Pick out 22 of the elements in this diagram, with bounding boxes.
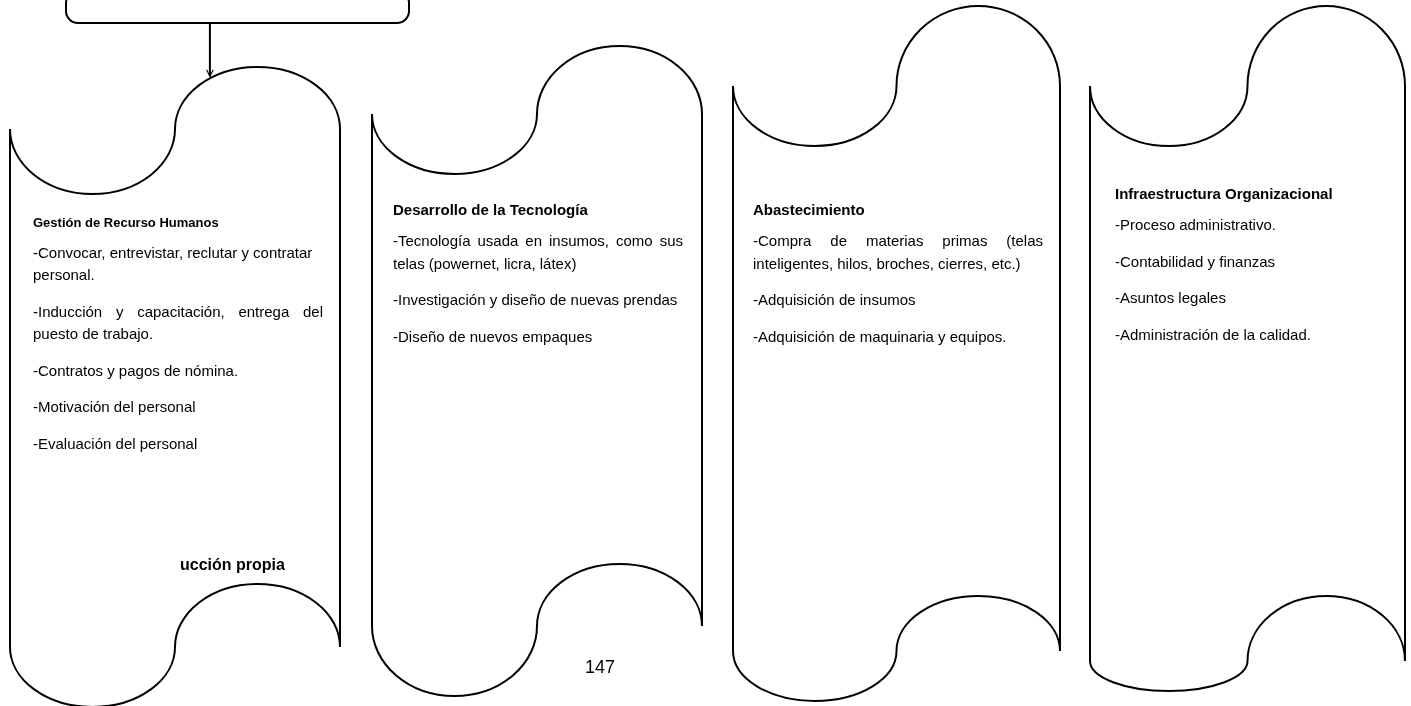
heading: Gestión de Recurso Humanos — [33, 214, 220, 232]
list-item: -Diseño de nuevos empaques — [393, 326, 594, 347]
list-item: -Motivación del personal — [33, 397, 197, 418]
list-item: -Compra de materias primas (telas inteligentes, hilos, broches, cierres, etc.) — [753, 231, 1043, 274]
list-item: -Adquisición de maquinaria y equipos. — [753, 326, 1008, 347]
heading: Infraestructura Organizacional — [1115, 184, 1334, 204]
list-item: -Inducción y capacitación, entrega del puesto de trabajo. — [33, 301, 323, 345]
list-item: -Adquisición de insumos — [753, 290, 917, 311]
arrow — [206, 23, 214, 78]
heading: Desarrollo de la Tecnología — [393, 200, 589, 220]
list-item: -Investigación y diseño de nuevas prendas — [393, 290, 679, 311]
page-number: 147 — [585, 657, 616, 678]
list-item: -Tecnología usada en insumos, como sus telas (powernet, licra, látex) — [393, 231, 683, 274]
list-item: -Asuntos legales — [1115, 288, 1227, 309]
list-item: -Proceso administrativo. — [1115, 215, 1277, 236]
heading: Abastecimiento — [753, 200, 866, 220]
source-note: ucción propia — [180, 556, 285, 574]
list-item: -Contratos y pagos de nómina. — [33, 360, 240, 381]
list-item: -Evaluación del personal — [33, 433, 199, 454]
list-item: -Administración de la calidad. — [1115, 324, 1312, 345]
list-item: -Convocar, entrevistar, reclutar y contratar personal. — [33, 242, 314, 286]
list-item: -Contabilidad y finanzas — [1115, 251, 1277, 272]
